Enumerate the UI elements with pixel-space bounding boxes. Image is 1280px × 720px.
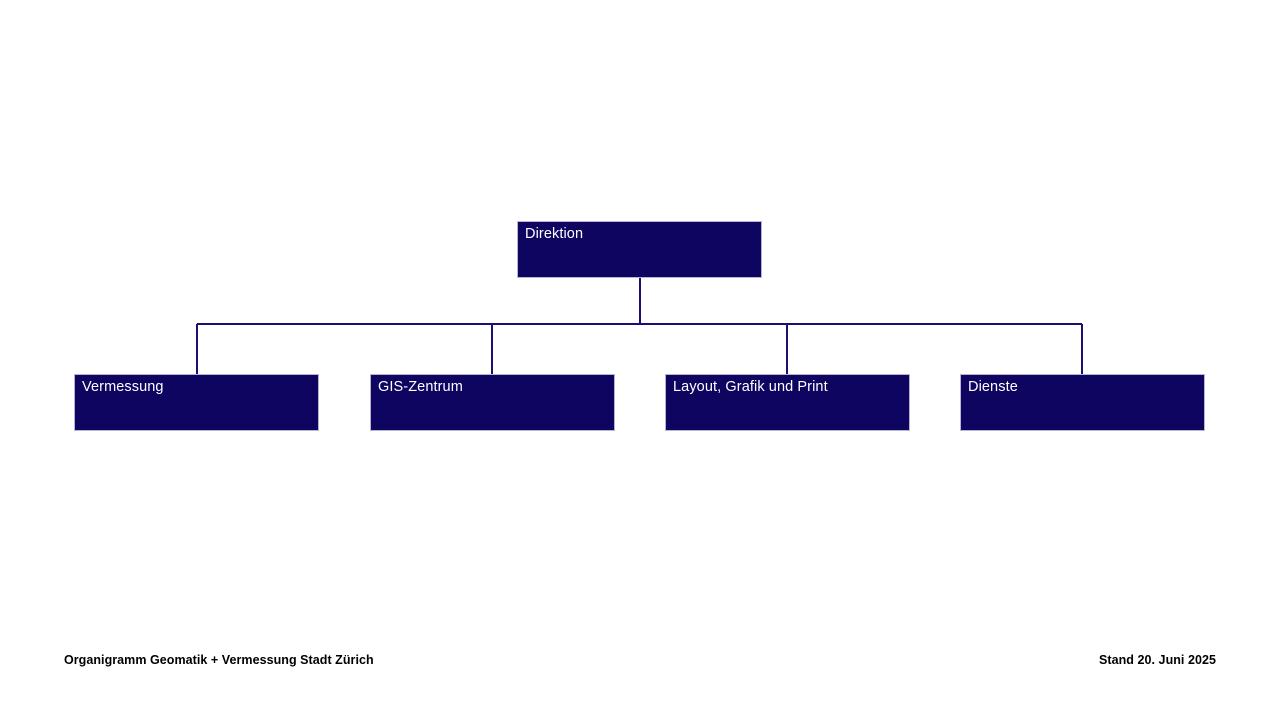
org-node-vermessung[interactable]: Vermessung [74, 374, 319, 431]
footer-title: Organigramm Geomatik + Vermessung Stadt … [64, 653, 374, 667]
org-node-label: Vermessung [82, 379, 164, 395]
org-node-dienste[interactable]: Dienste [960, 374, 1205, 431]
org-node-gis-zentrum[interactable]: GIS-Zentrum [370, 374, 615, 431]
org-node-label: Direktion [525, 226, 584, 242]
org-node-label: Layout, Grafik und Print [673, 379, 828, 395]
org-node-layout-grafik-und-print[interactable]: Layout, Grafik und Print [665, 374, 910, 431]
org-node-label: GIS-Zentrum [378, 379, 463, 395]
org-node-label: Dienste [968, 379, 1018, 395]
footer-date: Stand 20. Juni 2025 [1099, 653, 1216, 667]
org-node-direktion[interactable]: Direktion [517, 221, 762, 278]
